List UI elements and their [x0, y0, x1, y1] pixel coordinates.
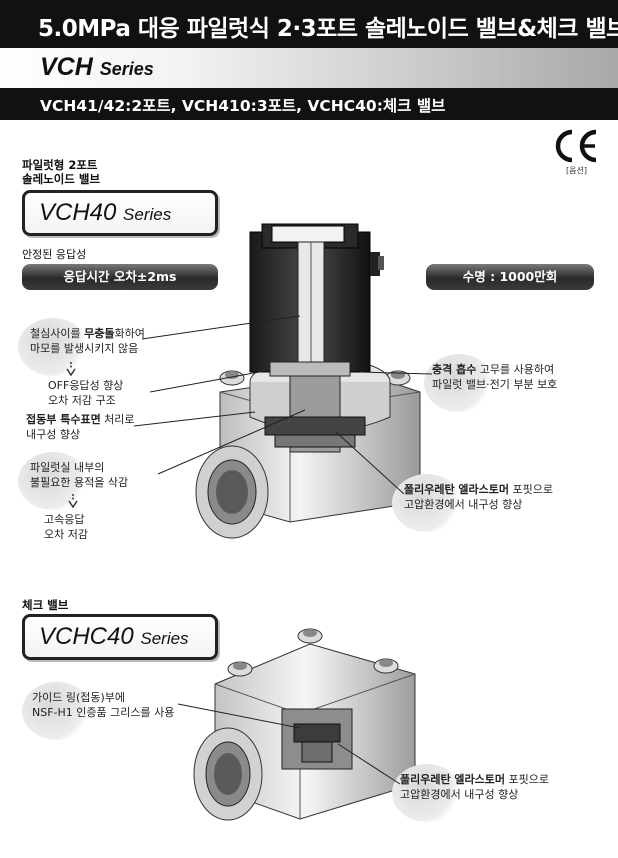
contact-note-post: 처리로 — [100, 413, 135, 426]
core-note: 철심사이를 무충돌화하여 마모를 발생시키지 않음 — [30, 326, 145, 356]
series-main: VCH — [40, 53, 93, 81]
guide-note-line1: 가이드 링(접동)부에 — [32, 691, 126, 704]
vchc40-series-main: VCHC40 — [39, 623, 134, 650]
pilot-note-line1: 파일럿실 내부의 — [30, 461, 105, 474]
guide-note: 가이드 링(접동)부에 NSF-H1 인증품 그리스를 사용 — [32, 690, 174, 720]
vch40-series-box: VCH40 Series — [22, 190, 218, 236]
shock-note-line2: 파일럿 밸브·전기 부분 보호 — [432, 378, 558, 391]
poly2-note-line2: 고압환경에서 내구성 향상 — [400, 788, 519, 801]
shock-note-bubble — [424, 354, 494, 412]
contact-note-pre: 접동부 — [26, 413, 61, 426]
poly2-note-post: 포핏으로 — [505, 773, 550, 786]
poly-note: 폴리우레탄 엘라스토머 포핏으로 고압환경에서 내구성 향상 — [404, 482, 553, 512]
core-note-pre: 철심사이를 — [30, 327, 85, 340]
response-heading: 안정된 응답성 — [22, 248, 87, 261]
vchc40-series-box: VCHC40 Series — [22, 614, 218, 660]
arrow-down-icon-2 — [68, 494, 78, 508]
vchc40-series-suffix: Series — [140, 629, 189, 648]
contact-note-line2: 내구성 향상 — [26, 428, 81, 441]
series-title: VCH Series — [40, 53, 154, 82]
off-note: OFF응답성 향상 오차 저감 구조 — [48, 378, 123, 408]
core-note-bold: 무충돌 — [84, 327, 115, 340]
guide-note-line2: NSF-H1 인증품 그리스를 사용 — [32, 706, 175, 719]
poly-note-bold: 폴리우레탄 엘라스토머 — [404, 483, 510, 496]
vch40-valve-illustration — [195, 223, 421, 539]
title-bar: 5.0MPa 대응 파일럿식 2·3포트 솔레노이드 밸브&체크 밸브 — [0, 0, 618, 48]
shock-note: 충격 흡수 고무를 사용하여 파일럿 밸브·전기 부분 보호 — [432, 362, 557, 392]
poly2-note-bubble — [392, 764, 462, 822]
fast-note-line2: 오차 저감 — [44, 528, 88, 541]
core-note-bubble — [18, 318, 88, 376]
fast-note: 고속응답 오차 저감 — [44, 512, 88, 542]
arrow-down-icon — [66, 362, 76, 376]
poly-note-post: 포핏으로 — [509, 483, 554, 496]
shock-note-bold: 충격 흡수 — [432, 363, 477, 376]
core-note-post: 화하여 — [114, 327, 145, 340]
poly-note-line2: 고압환경에서 내구성 향상 — [404, 498, 523, 511]
section1-label-line1: 파일럿형 2포트 — [22, 158, 98, 172]
poly-note-bubble — [392, 474, 462, 532]
guide-note-bubble — [22, 682, 92, 740]
section1-label-line2: 솔레노이드 밸브 — [22, 172, 101, 186]
ce-option-label: [옵션] — [566, 166, 587, 175]
vch40-series-main: VCH40 — [39, 199, 117, 226]
ce-mark-icon — [555, 129, 597, 163]
vchc40-valve-illustration — [193, 628, 416, 821]
contact-note: 접동부 특수표면 처리로 내구성 향상 — [26, 412, 135, 442]
pilot-note-bubble — [18, 452, 88, 510]
subtitle: VCH41/42:2포트, VCH410:3포트, VCHC40:체크 밸브 — [40, 97, 446, 115]
poly2-note: 폴리우레탄 엘라스토머 포핏으로 고압환경에서 내구성 향상 — [400, 772, 549, 802]
fast-note-line1: 고속응답 — [44, 513, 85, 526]
poly2-note-bold: 폴리우레탄 엘라스토머 — [400, 773, 506, 786]
contact-note-bold: 특수표면 — [60, 413, 101, 426]
page-title: 5.0MPa 대응 파일럿식 2·3포트 솔레노이드 밸브&체크 밸브 — [38, 16, 618, 42]
shock-note-post: 고무를 사용하여 — [476, 363, 555, 376]
response-pill: 응답시간 오차±2ms — [22, 264, 218, 290]
section1-label: 파일럿형 2포트 솔레노이드 밸브 — [22, 158, 100, 186]
off-note-line1: OFF응답성 향상 — [48, 379, 124, 392]
life-pill: 수명 : 1000만회 — [426, 264, 594, 290]
vch40-series-suffix: Series — [123, 205, 172, 224]
pilot-note: 파일럿실 내부의 불필요한 용적을 삭감 — [30, 460, 128, 490]
core-note-line2: 마모를 발생시키지 않음 — [30, 342, 139, 355]
off-note-line2: 오차 저감 구조 — [48, 394, 116, 407]
section2-label: 체크 밸브 — [22, 598, 69, 612]
series-suffix: Series — [99, 59, 154, 79]
series-band: VCH Series — [0, 48, 618, 88]
subtitle-bar: VCH41/42:2포트, VCH410:3포트, VCHC40:체크 밸브 — [0, 88, 618, 120]
pilot-note-line2: 불필요한 용적을 삭감 — [30, 476, 129, 489]
